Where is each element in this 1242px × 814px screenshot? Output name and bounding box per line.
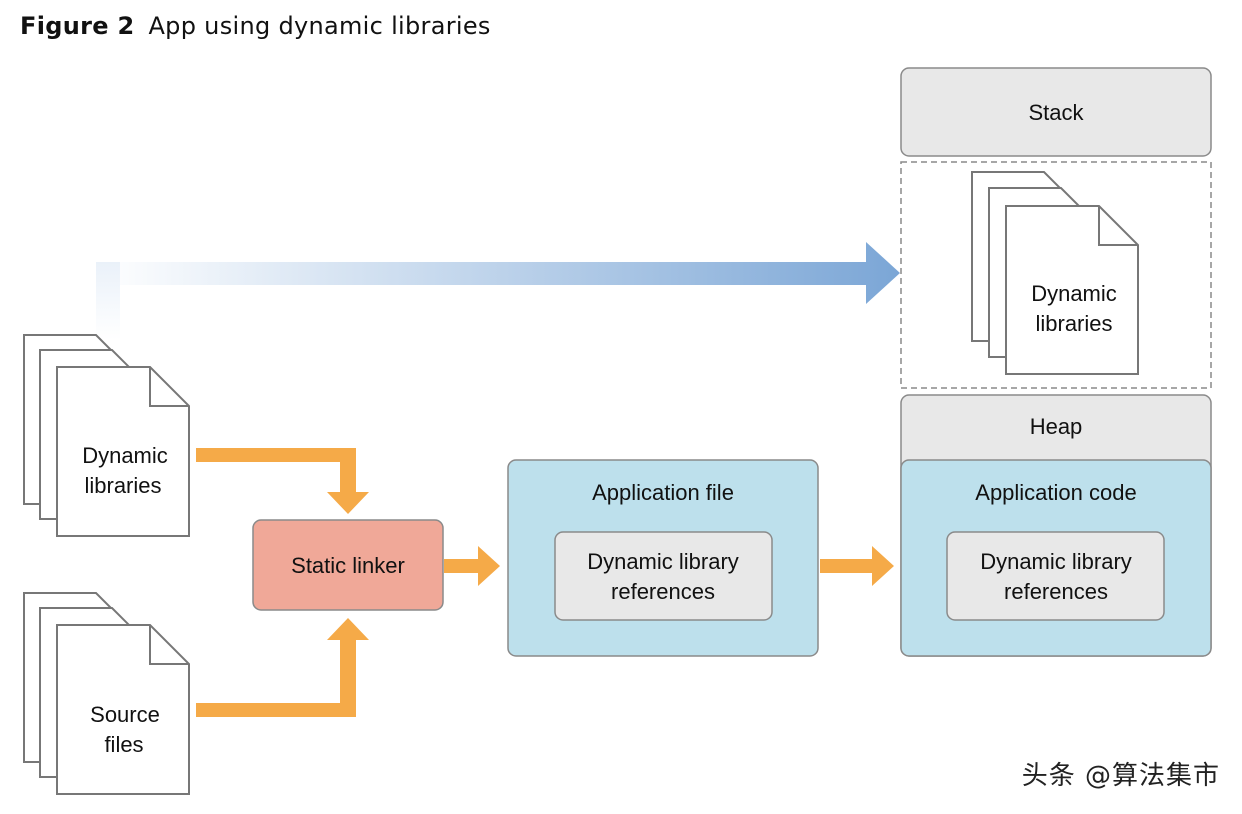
dynamic-libraries-label-2: libraries — [84, 473, 161, 498]
app-file-references-line-2: references — [611, 579, 715, 604]
heap-label: Heap — [1030, 414, 1083, 439]
libraries-to-linker-arrow — [196, 448, 369, 514]
figure-title: Figure 2 App using dynamic libraries — [20, 12, 491, 40]
dynamic-libraries-label-1: Dynamic — [82, 443, 168, 468]
dynamic-libraries-doc-stack: Dynamic libraries — [23, 334, 190, 537]
loaded-dynamic-libraries-doc-stack: Dynamic libraries — [971, 171, 1139, 375]
app-code-references-line-1: Dynamic library — [980, 549, 1132, 574]
loaded-libraries-label-1: Dynamic — [1031, 281, 1117, 306]
app-code-references-box — [946, 531, 1165, 621]
loaded-libraries-label-2: libraries — [1035, 311, 1112, 336]
app-file-references-line-1: Dynamic library — [587, 549, 739, 574]
memory-layout: Stack Dynamic libraries Heap Application… — [900, 67, 1212, 657]
static-linker-label: Static linker — [291, 553, 405, 578]
static-linker-box: Static linker — [252, 519, 444, 611]
figure-label: Figure 2 — [20, 12, 135, 40]
stack-label: Stack — [1028, 100, 1084, 125]
runtime-load-arrow — [96, 242, 900, 340]
stack-box — [900, 67, 1212, 157]
application-file-box: Application file Dynamic library referen… — [507, 459, 819, 657]
app-file-references-box — [554, 531, 773, 621]
application-code-title: Application code — [975, 480, 1136, 505]
app-code-references-line-2: references — [1004, 579, 1108, 604]
app-file-to-memory-arrow — [820, 546, 894, 586]
source-files-label-1: Source — [90, 702, 160, 727]
application-file-title: Application file — [592, 480, 734, 505]
watermark: 头条 @算法集市 — [1021, 761, 1220, 791]
source-files-label-2: files — [104, 732, 143, 757]
linker-to-app-file-arrow — [444, 546, 500, 586]
source-to-linker-arrow — [196, 618, 369, 717]
source-files-doc-stack: Source files — [23, 592, 190, 795]
figure-caption: App using dynamic libraries — [148, 12, 491, 40]
loaded-libraries-region — [900, 161, 1212, 389]
